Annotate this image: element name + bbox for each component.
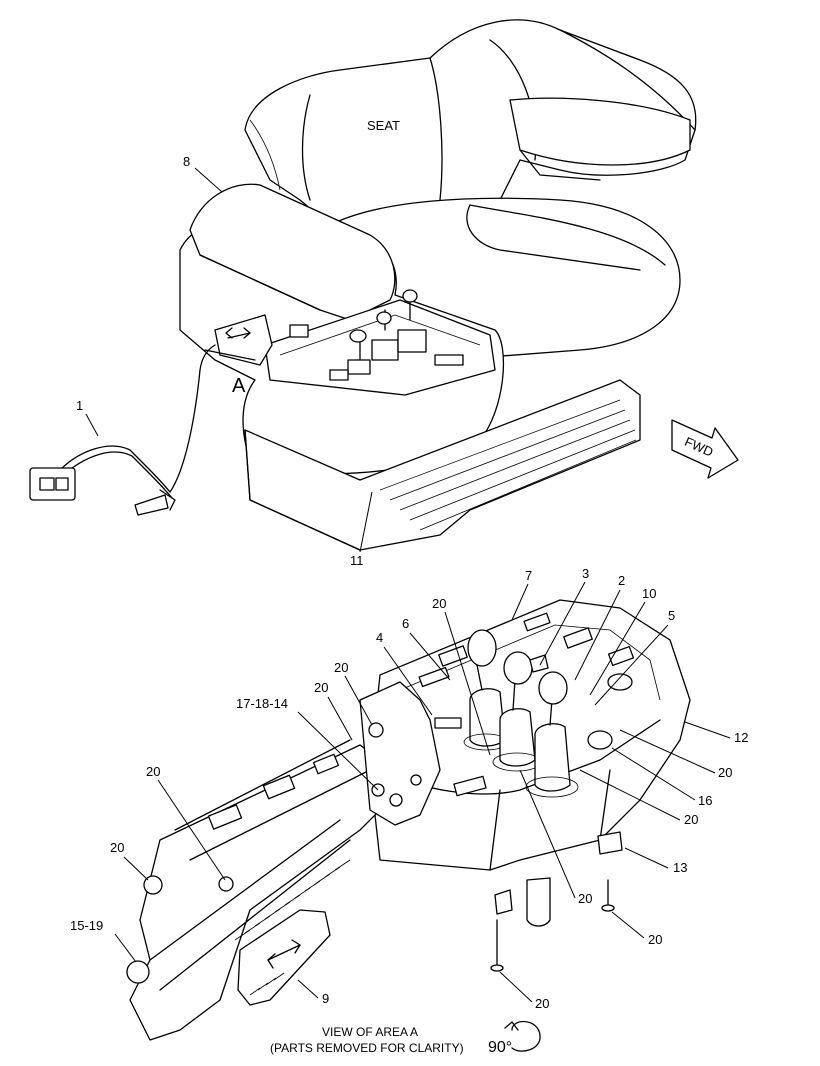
joystick-right <box>525 671 579 798</box>
joystick-center <box>492 651 549 772</box>
joystick-upper-right <box>397 289 427 353</box>
callout-20-pin: 20 <box>110 840 124 855</box>
callout-20-right-lower: 20 <box>684 812 698 827</box>
joystick-upper-left <box>347 329 371 375</box>
callout-17-18-14: 17-18-14 <box>236 696 288 711</box>
joystick-left <box>463 629 509 751</box>
callout-7: 7 <box>525 568 532 583</box>
callout-2: 2 <box>618 573 625 588</box>
upper-callouts: 8 1 11 <box>76 154 373 568</box>
caption-line-2: (PARTS REMOVED FOR CLARITY) <box>270 1041 464 1055</box>
forward-arrow: FWD <box>671 419 739 479</box>
callout-1: 1 <box>76 398 83 413</box>
callout-20-bolt-right: 20 <box>648 932 662 947</box>
area-a-label: A <box>232 375 246 397</box>
callout-16: 16 <box>698 793 712 808</box>
seat-label: SEAT <box>367 118 400 133</box>
callout-8: 8 <box>183 154 190 169</box>
callout-15-19: 15-19 <box>70 918 103 933</box>
seat-assembly-drawing: FWD SEAT A <box>29 19 739 551</box>
joystick-upper-center <box>371 309 399 361</box>
callout-11: 11 <box>350 553 364 568</box>
console-detail-drawing <box>126 599 691 1052</box>
caption-line-1: VIEW OF AREA A <box>322 1025 418 1039</box>
rotation-label: 90° <box>488 1039 512 1056</box>
lower-callouts: 7 3 2 10 5 20 4 6 20 20 17-18-14 12 20 1… <box>70 566 748 1011</box>
callout-13: 13 <box>673 860 687 875</box>
callout-20-right: 20 <box>718 765 732 780</box>
callout-20-rail: 20 <box>146 764 160 779</box>
callout-20-bolt-bottom: 20 <box>535 996 549 1011</box>
callout-6: 6 <box>402 616 409 631</box>
callout-3: 3 <box>582 566 589 581</box>
callout-12: 12 <box>734 730 748 745</box>
callout-9: 9 <box>322 991 329 1006</box>
callout-5: 5 <box>668 608 675 623</box>
callout-4: 4 <box>376 630 383 645</box>
callout-10: 10 <box>642 586 656 601</box>
adjuster-handle <box>237 909 331 1006</box>
callout-20-bottom-center: 20 <box>578 891 592 906</box>
wire-harness <box>29 344 216 516</box>
callout-20-top: 20 <box>432 596 446 611</box>
view-caption: VIEW OF AREA A (PARTS REMOVED FOR CLARIT… <box>270 1025 512 1056</box>
callout-20-left: 20 <box>314 680 328 695</box>
callout-20-left-upper: 20 <box>334 660 348 675</box>
